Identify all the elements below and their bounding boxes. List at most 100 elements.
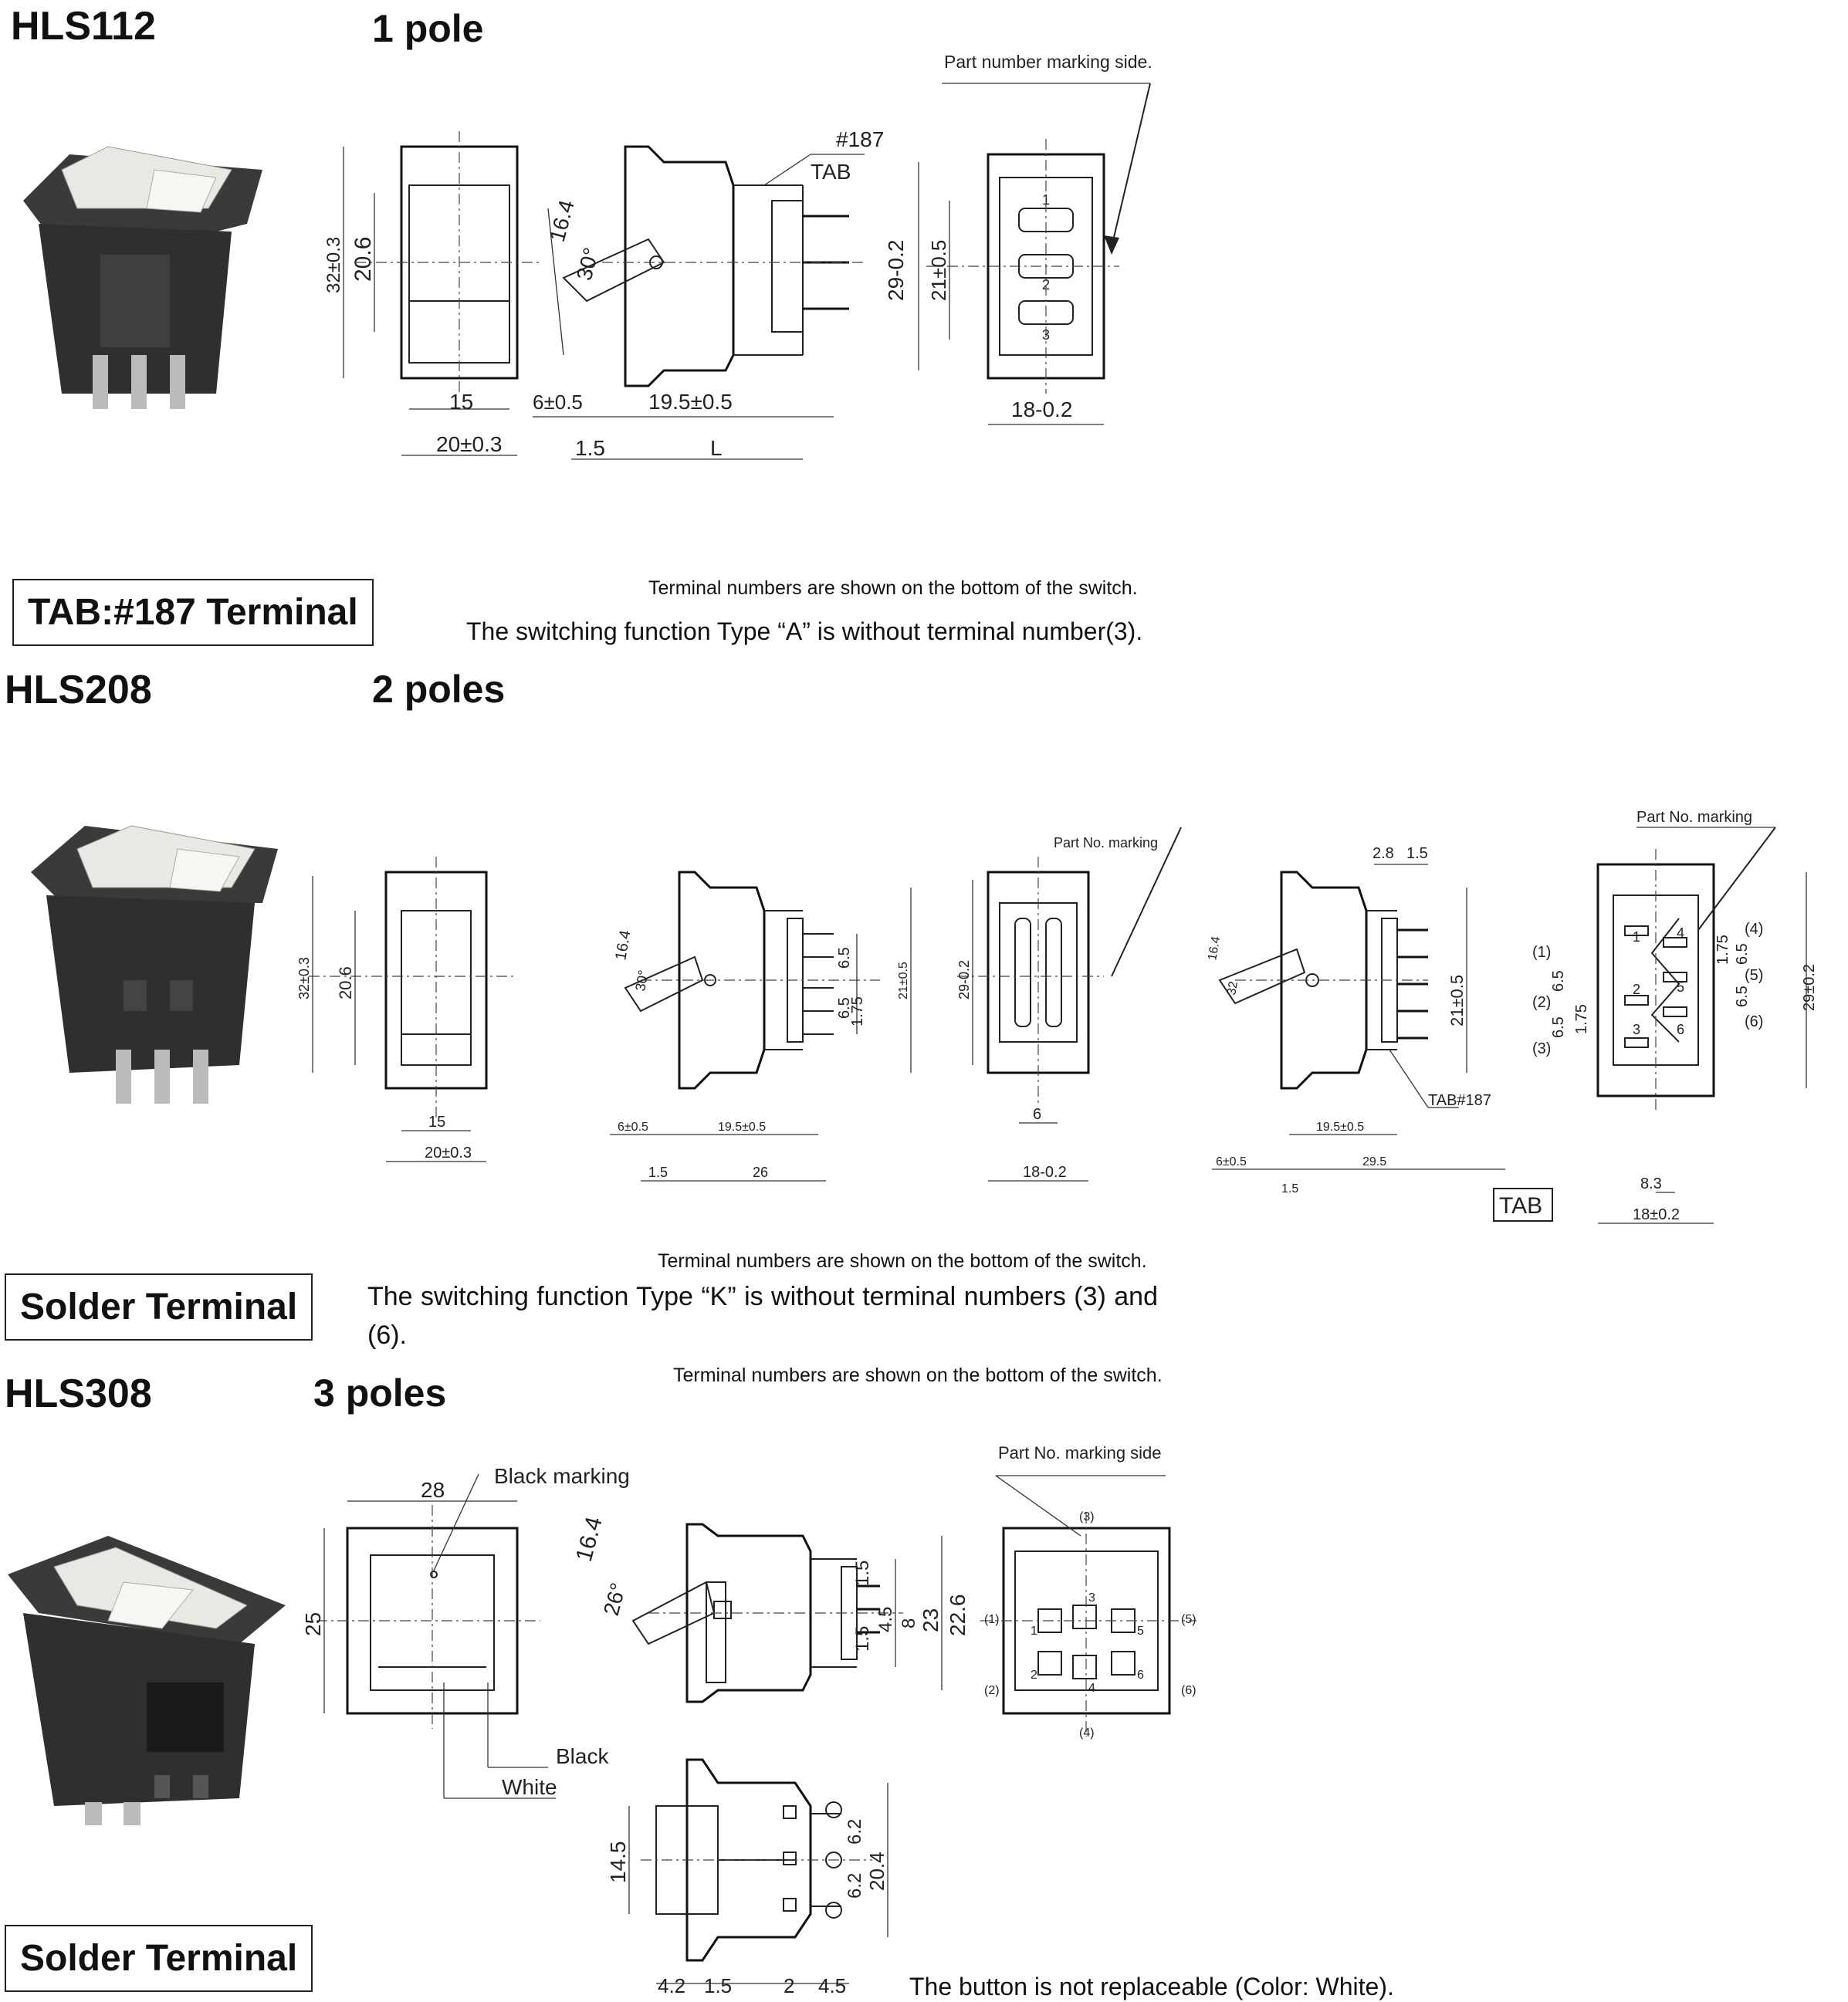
note-switching-function-hls112: The switching function Type “A” is witho… xyxy=(466,617,1143,645)
inner-2-hls308: 2 xyxy=(1031,1669,1037,1682)
dim-d26-hls208: 26 xyxy=(753,1165,768,1180)
label-n5: (5) xyxy=(1745,967,1763,984)
callout-part-no-marking: Part No. marking xyxy=(1054,835,1158,851)
dim-b18: 18±0.2 xyxy=(1633,1206,1680,1223)
dim-p175: 1.75 xyxy=(849,996,866,1026)
note-terminal-numbers-hls112: Terminal numbers are shown on the bottom… xyxy=(648,577,1138,599)
inner-4-hls308: 4 xyxy=(1088,1682,1095,1695)
terminal-type-label-hls308: Solder Terminal xyxy=(5,1925,313,1992)
dim-w15-hls208: 15 xyxy=(428,1114,445,1131)
label-n6: (6) xyxy=(1745,1013,1763,1030)
drawing-hls208: 32±0.3 20.6 15 20±0.3 16.4 30° 6.5 6.5 1… xyxy=(296,809,1818,1224)
label-n3: (3) xyxy=(1532,1040,1551,1057)
callout-part-no-marking-2: Part No. marking xyxy=(1636,809,1752,826)
dim-p15b: 1.5 xyxy=(852,1626,873,1652)
label-n6-hls308: (6) xyxy=(1181,1684,1196,1697)
dim-b15: 1.5 xyxy=(704,1974,732,1997)
dim-d164-hls208: 16.4 xyxy=(612,929,634,962)
inner-5-hls308: 5 xyxy=(1137,1625,1144,1638)
dim-d6-hls208: 6±0.5 xyxy=(618,1121,648,1134)
dim-d164: 16.4 xyxy=(545,198,579,245)
dim-w6-hls208: 6 xyxy=(1033,1106,1041,1123)
dim-t195: 19.5±0.5 xyxy=(1316,1121,1364,1134)
label-n4-hls308: (4) xyxy=(1079,1726,1095,1740)
inner-1-hls308: 1 xyxy=(1031,1625,1037,1638)
note-switching-function-hls208: The switching function Type “K” is witho… xyxy=(367,1282,1158,1350)
dim-td164: 16.4 xyxy=(1206,935,1223,962)
dim-b65d: 6.5 xyxy=(1734,986,1751,1007)
poles-label-hls308: 3 poles xyxy=(313,1371,447,1415)
dim-h21: 21±0.5 xyxy=(927,240,950,301)
dim-s145: 14.5 xyxy=(606,1841,630,1884)
callout-black-marking: Black marking xyxy=(494,1464,630,1488)
dim-s62b: 6.2 xyxy=(844,1873,865,1899)
dim-b45: 4.5 xyxy=(818,1974,846,1997)
dim-w18-hls208: 18-0.2 xyxy=(1023,1164,1067,1181)
dim-d195-hls208: 19.5±0.5 xyxy=(718,1121,766,1134)
callout-tab187: TAB#187 xyxy=(1428,1092,1491,1109)
terminal-type-label-hls208: Solder Terminal xyxy=(5,1273,313,1341)
dim-d164-hls308: 16.4 xyxy=(571,1514,608,1564)
inner-3: 3 xyxy=(1633,1022,1640,1037)
dim-w18: 18-0.2 xyxy=(1011,397,1072,421)
dim-w15: 15 xyxy=(449,390,473,414)
dim-b65a: 6.5 xyxy=(1550,970,1567,992)
model-title-hls308: HLS308 xyxy=(5,1371,152,1416)
inner-2: 2 xyxy=(1633,982,1640,997)
dim-h206-hls208: 20.6 xyxy=(336,966,355,999)
switch-photo-hls308 xyxy=(8,1536,286,1825)
drawing-hls308: 28 25 Black marking Black White 16.4 26°… xyxy=(301,1443,1196,1997)
label-n5-hls308: (5) xyxy=(1181,1613,1196,1626)
callout-black: Black xyxy=(556,1744,609,1768)
dim-h29: 29-0.2 xyxy=(884,240,908,301)
model-title-hls208: HLS208 xyxy=(5,668,152,712)
dim-w28: 28 xyxy=(421,1478,445,1502)
dim-p65a: 6.5 xyxy=(836,947,853,969)
dim-d6: 6±0.5 xyxy=(533,391,583,414)
callout-tab: TAB xyxy=(811,160,851,184)
dim-t15: 1.5 xyxy=(1406,845,1428,862)
dim-h21-hls208: 21±0.5 xyxy=(897,962,910,999)
dim-p8: 8 xyxy=(899,1618,919,1628)
dim-h206: 20.6 xyxy=(350,237,376,282)
note-button-not-replaceable: The button is not replaceable (Color: Wh… xyxy=(909,1973,1394,2000)
poles-label-hls112: 1 pole xyxy=(372,7,484,50)
note-terminal-numbers-hls308: Terminal numbers are shown on the bottom… xyxy=(673,1365,1163,1386)
model-title-hls112: HLS112 xyxy=(11,4,156,49)
dim-t21: 21±0.5 xyxy=(1447,975,1467,1026)
callout-tab-number: #187 xyxy=(836,127,884,151)
dim-d15: 1.5 xyxy=(575,436,605,460)
dim-h32: 32±0.3 xyxy=(323,237,344,293)
inner-5: 5 xyxy=(1677,979,1684,995)
poles-label-hls208: 2 poles xyxy=(372,668,506,711)
dim-a30-hls208: 30° xyxy=(632,969,651,992)
dim-h25: 25 xyxy=(301,1612,325,1636)
dim-b65b: 6.5 xyxy=(1550,1016,1567,1038)
inner-6-hls308: 6 xyxy=(1137,1669,1144,1682)
dim-a30: 30° xyxy=(572,245,604,283)
drawing-hls112: 32±0.3 20.6 15 20±0.3 16.4 30° 6±0.5 19.… xyxy=(323,52,1152,460)
dim-a26: 26° xyxy=(599,1581,631,1618)
dim-b2: 2 xyxy=(784,1974,794,1997)
dim-p45: 4.5 xyxy=(875,1607,896,1632)
dim-p15a: 1.5 xyxy=(852,1561,873,1586)
callout-white: White xyxy=(502,1775,557,1799)
callout-part-no-marking-side: Part No. marking side xyxy=(998,1443,1162,1463)
inner-4: 4 xyxy=(1677,925,1684,941)
dim-d195: 19.5±0.5 xyxy=(648,390,733,414)
dim-w20-hls208: 20±0.3 xyxy=(425,1145,472,1162)
note-terminal-numbers-hls208: Terminal numbers are shown on the bottom… xyxy=(658,1250,1147,1272)
inner-6: 6 xyxy=(1677,1022,1684,1037)
dim-b29: 29±0.2 xyxy=(1801,964,1818,1011)
dim-s204: 20.4 xyxy=(865,1852,888,1891)
dim-b175b: 1.75 xyxy=(1714,935,1731,965)
dim-t295: 29.5 xyxy=(1362,1155,1386,1168)
label-n3-hls308: (3) xyxy=(1079,1510,1095,1523)
dim-t15b: 1.5 xyxy=(1281,1182,1298,1195)
dim-t32: 32 xyxy=(1225,980,1240,996)
dim-L: L xyxy=(710,436,723,460)
label-n2: (2) xyxy=(1532,994,1551,1011)
tab-box-label: TAB xyxy=(1499,1193,1542,1219)
dim-s62a: 6.2 xyxy=(844,1819,865,1845)
dim-b42: 4.2 xyxy=(658,1974,685,1997)
